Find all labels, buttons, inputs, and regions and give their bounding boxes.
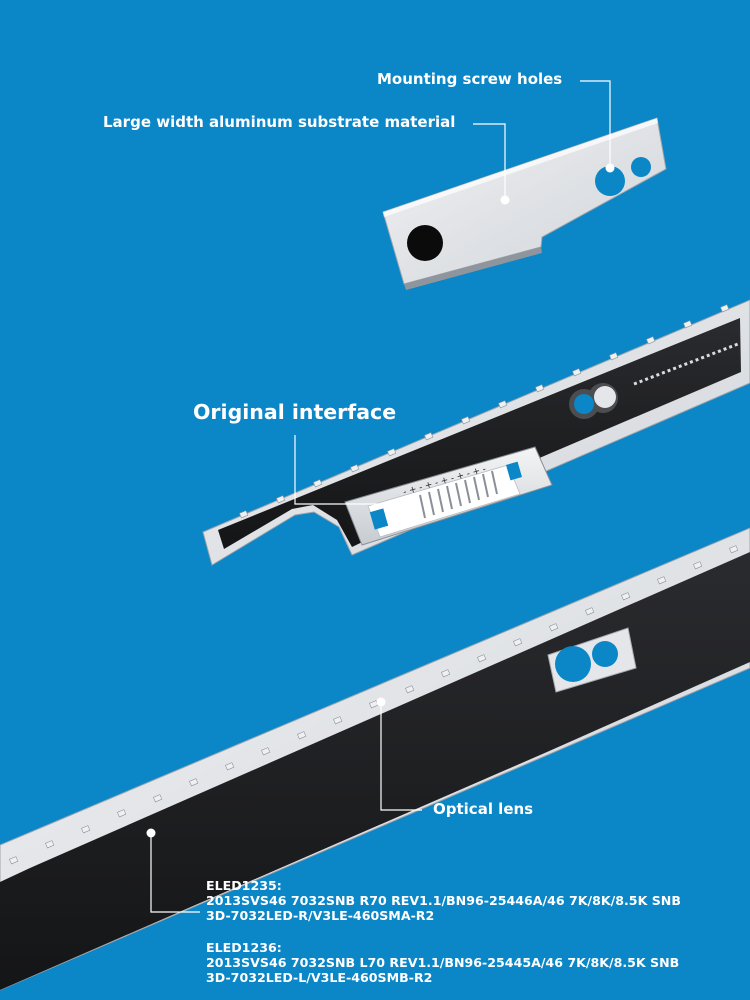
- mounting-hole-large: [407, 225, 443, 261]
- strip-hole-1: [555, 646, 591, 682]
- led-strip-connector-section: - + - + - + - + - + -: [202, 299, 750, 566]
- model-title: ELED1235:: [206, 878, 282, 893]
- callout-optical-lens: Optical lens: [433, 800, 534, 818]
- aluminum-strip-end: [382, 117, 667, 290]
- pad-hole-2: [594, 386, 616, 408]
- pad-hole-1: [574, 394, 594, 414]
- callout-aluminum-substrate: Large width aluminum substrate material: [103, 113, 456, 131]
- led-teeth-row-1: [239, 304, 730, 519]
- model-line: 3D-7032LED-R/V3LE-460SMA-R2: [206, 908, 435, 923]
- mounting-hole-blue: [595, 166, 625, 196]
- callout-mounting-screw-holes: Mounting screw holes: [377, 70, 563, 88]
- model-line: 2013SVS46 7032SNB R70 REV1.1/BN96-25446A…: [206, 893, 681, 908]
- model-spec-eled1235: ELED1235: 2013SVS46 7032SNB R70 REV1.1/B…: [206, 878, 681, 923]
- led-teeth-row-2: [9, 545, 739, 865]
- model-spec-eled1236: ELED1236: 2013SVS46 7032SNB L70 REV1.1/B…: [206, 940, 679, 985]
- model-title: ELED1236:: [206, 940, 282, 955]
- mounting-hole-small: [631, 157, 651, 177]
- callout-lines: [150, 80, 611, 913]
- model-line: 2013SVS46 7032SNB L70 REV1.1/BN96-25445A…: [206, 955, 680, 970]
- callout-original-interface: Original interface: [193, 400, 397, 424]
- model-line: 3D-7032LED-L/V3LE-460SMB-R2: [206, 970, 433, 985]
- led-strip-long-section: [0, 527, 750, 991]
- strip-hole-2: [592, 641, 618, 667]
- callout-dots: [146, 163, 615, 838]
